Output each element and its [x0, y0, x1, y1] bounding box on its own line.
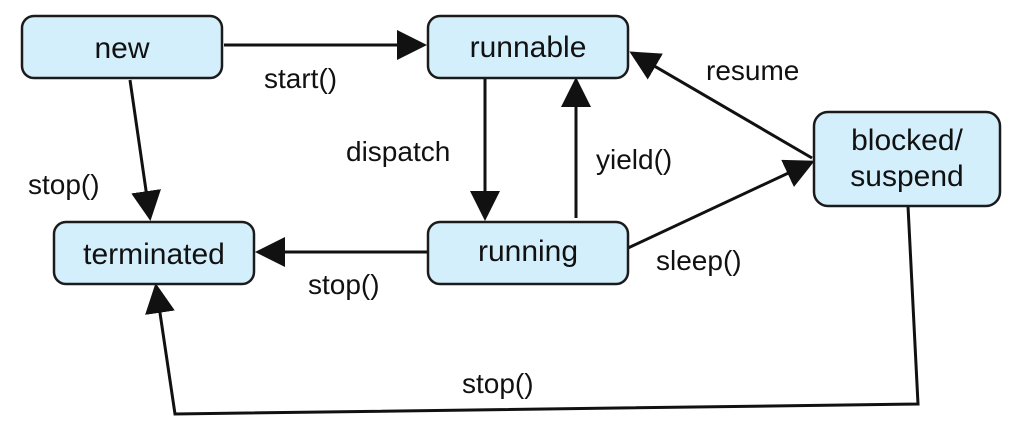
label-stop-from-blocked: stop() [462, 368, 534, 399]
label-yield: yield() [596, 144, 672, 175]
state-runnable-label: runnable [470, 31, 587, 64]
edge-blocked-to-terminated [145, 205, 920, 416]
state-runnable: runnable [426, 14, 630, 80]
label-stop-from-running: stop() [308, 269, 380, 300]
edge-new-to-terminated [128, 79, 161, 221]
state-terminated-label: terminated [83, 238, 225, 271]
state-blocked-label-line1: blocked/ [851, 124, 963, 157]
edge-blocked-to-runnable [629, 51, 813, 160]
state-blocked-label-line2: suspend [850, 160, 963, 193]
label-stop-from-new: stop() [28, 169, 100, 200]
edge-running-to-blocked [627, 159, 815, 250]
state-new: new [20, 14, 224, 80]
label-start: start() [264, 63, 337, 94]
label-resume: resume [706, 55, 799, 86]
state-new-label: new [94, 32, 149, 65]
state-terminated: terminated [52, 220, 256, 286]
label-sleep: sleep() [656, 245, 742, 276]
state-blocked-suspend: blocked/ suspend [812, 110, 1002, 208]
state-running: running [426, 220, 630, 286]
transition-edges [128, 30, 920, 416]
label-dispatch: dispatch [346, 136, 450, 167]
state-running-label: running [478, 235, 578, 268]
